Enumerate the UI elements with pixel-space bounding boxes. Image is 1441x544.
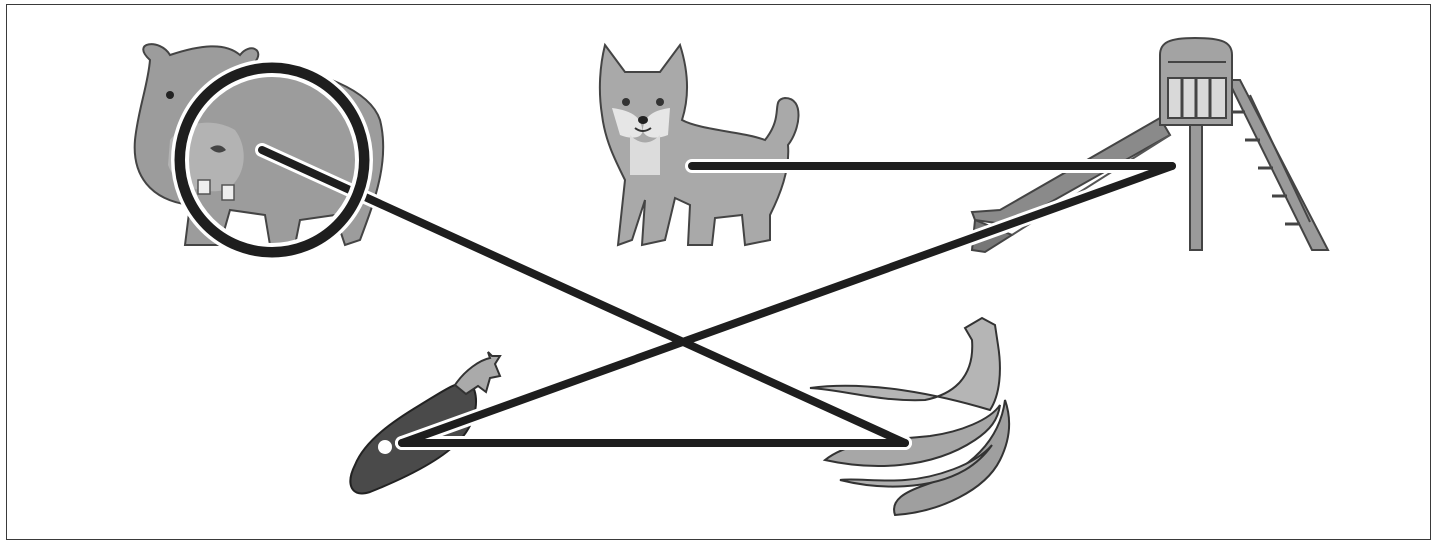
dog-icon[interactable] <box>598 42 800 247</box>
banana-icon[interactable] <box>809 316 1011 517</box>
connection-line-eggplant-slide <box>398 162 1176 447</box>
selection-ring <box>171 59 373 261</box>
connection-line-hippo-banana <box>258 146 909 447</box>
connection-lines <box>255 143 1179 450</box>
